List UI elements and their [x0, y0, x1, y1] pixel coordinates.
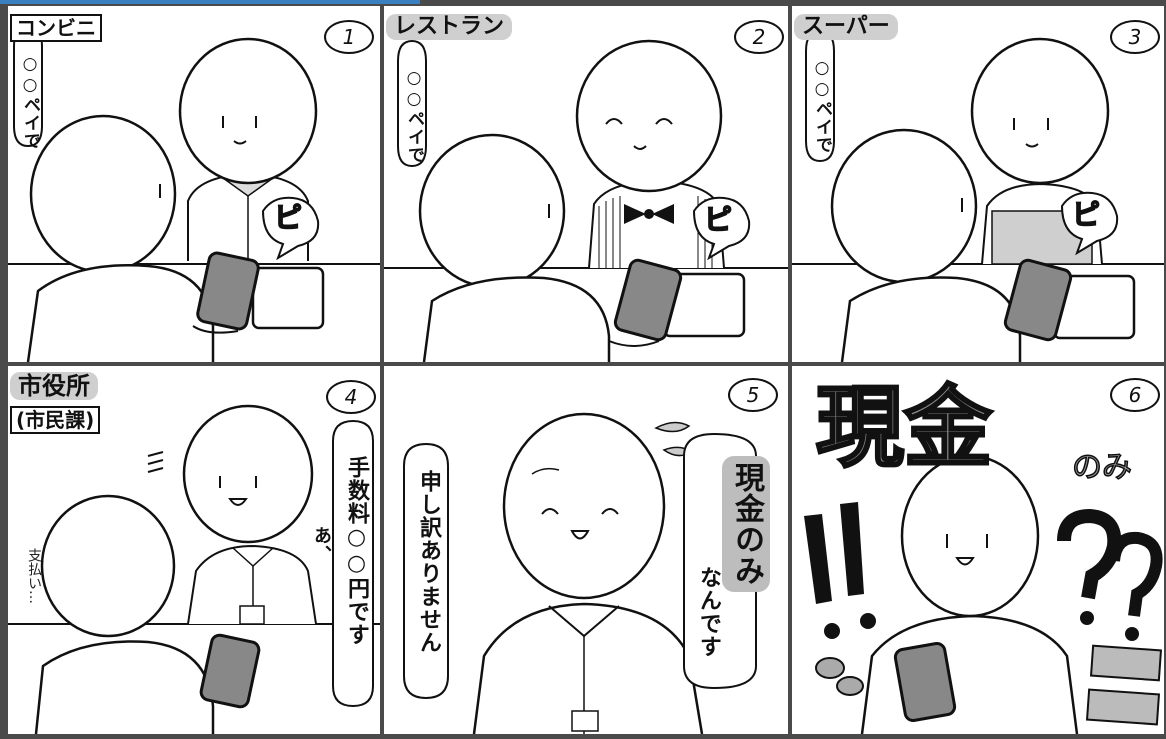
customer-speech: ○○ペイで [404, 68, 424, 164]
payment-sound: ピ [273, 201, 303, 234]
staff-cash-tail: なんです [696, 566, 721, 658]
panel-number: 3 [1110, 20, 1160, 54]
panel-number: 4 [326, 380, 376, 414]
panel-1: コンビニ 1 ○○ペイで ピ [8, 6, 380, 362]
panel-3-drawing [792, 29, 1164, 362]
payment-sound: ピ [703, 203, 733, 236]
place-label: 市役所 [10, 372, 98, 400]
panel-6: 6 現金 のみ [792, 366, 1164, 734]
panel-4: 市役所 (市民課) 4 手数料○○円です あ、 支払い… [8, 366, 380, 734]
place-sublabel: (市民課) [10, 406, 101, 434]
cash-only-title: 現金 [814, 376, 993, 479]
staff-cash-only: 現金のみ [722, 456, 770, 592]
panel-1-drawing [8, 24, 380, 362]
place-label: レストラン [386, 14, 513, 40]
staff-speech-prefix: あ、 [311, 526, 332, 564]
panel-6-drawing [804, 454, 1163, 734]
panel-3: スーパー 3 ○○ペイで ピ [792, 6, 1164, 362]
panel-4-drawing [8, 404, 380, 734]
panel-number: 5 [728, 378, 778, 412]
customer-speech: ○○ペイで [20, 54, 40, 150]
cash-only-title-tail: のみ [1071, 449, 1133, 486]
customer-mutter: 支払い… [26, 548, 42, 604]
place-label: スーパー [794, 14, 898, 40]
staff-speech: 手数料○○円です [344, 456, 369, 646]
customer-speech: ○○ペイで [812, 58, 832, 154]
staff-apology: 申し訳ありません [416, 470, 441, 654]
panel-2-drawing [384, 39, 788, 362]
panel-number: 2 [734, 20, 784, 54]
panel-5-drawing [403, 412, 757, 734]
panel-2: レストラン 2 ○○ペイで ピ [384, 6, 788, 362]
panel-5: 5 申し訳ありません 現金のみ なんです [384, 366, 788, 734]
window-tab-indicator [0, 0, 420, 4]
payment-sound: ピ [1071, 198, 1101, 231]
panel-number: 1 [324, 20, 374, 54]
panel-number: 6 [1110, 378, 1160, 412]
place-label: コンビニ [10, 14, 102, 42]
